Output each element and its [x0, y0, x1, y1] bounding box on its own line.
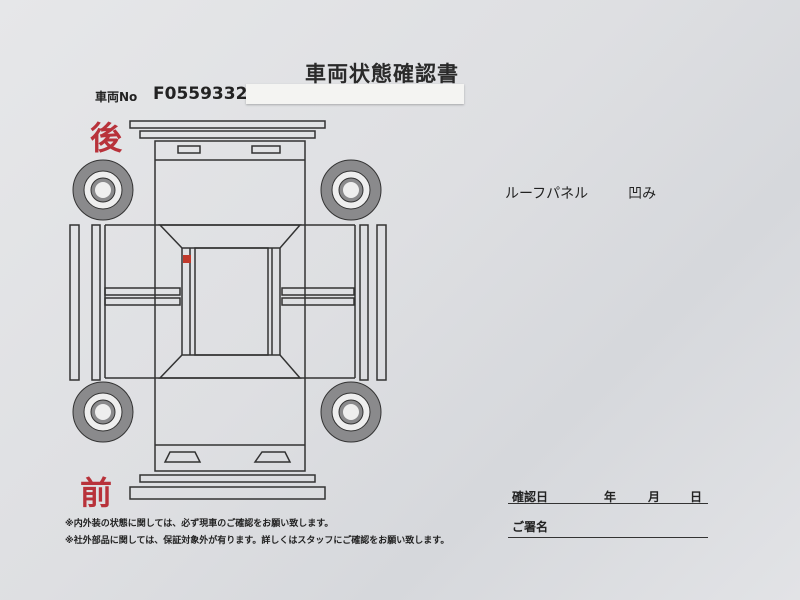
- roof-panel: [194, 247, 269, 356]
- side-step-left: [69, 224, 80, 381]
- wheel-rear-right: [320, 159, 382, 221]
- document-title: 車両状態確認書: [305, 62, 459, 86]
- side-step-right: [376, 224, 387, 381]
- signature-label: ご署名: [512, 520, 549, 534]
- disclaimer-1: ※内外装の状態に関しては、必ず現車のご確認をお願い致します。: [65, 519, 334, 529]
- damage-part: ルーフパネル: [505, 186, 589, 202]
- front-bumper-outer: [129, 486, 326, 500]
- confirm-date-field: 確認日 年 月 日: [508, 488, 708, 504]
- wheel-rear-left: [72, 159, 134, 221]
- day-label: 日: [690, 490, 703, 504]
- signature-field: ご署名: [508, 518, 708, 538]
- rear-bumper-inner: [139, 130, 316, 139]
- windshield: [158, 354, 302, 379]
- year-label: 年: [604, 490, 617, 504]
- damage-note: ルーフパネル 凹み: [505, 183, 656, 203]
- wheels: [72, 159, 382, 443]
- redaction-tape: [246, 84, 464, 104]
- confirm-date-label: 確認日: [512, 490, 549, 504]
- wheel-front-right: [320, 381, 382, 443]
- tail-light-left: [177, 145, 201, 154]
- rear-window: [158, 224, 302, 249]
- body-outline: [154, 140, 306, 472]
- rear-label: 後: [90, 119, 123, 157]
- damage-condition: 凹み: [628, 186, 657, 202]
- headlight-right: [253, 451, 292, 463]
- wheel-front-left: [72, 381, 134, 443]
- front-bumper-inner: [139, 474, 316, 483]
- month-label: 月: [648, 490, 661, 504]
- vehicle-no-value: F0559332: [153, 84, 248, 104]
- disclaimer-2: ※社外部品に関しては、保証対象外が有ります。詳しくはスタッフにご確認をお願い致し…: [65, 536, 450, 546]
- headlight-left: [163, 451, 202, 463]
- tail-light-right: [251, 145, 281, 154]
- front-label: 前: [80, 474, 113, 512]
- rear-bumper-outer: [129, 120, 326, 129]
- damage-mark: [183, 255, 191, 263]
- vehicle-no-label: 車両No: [95, 90, 138, 104]
